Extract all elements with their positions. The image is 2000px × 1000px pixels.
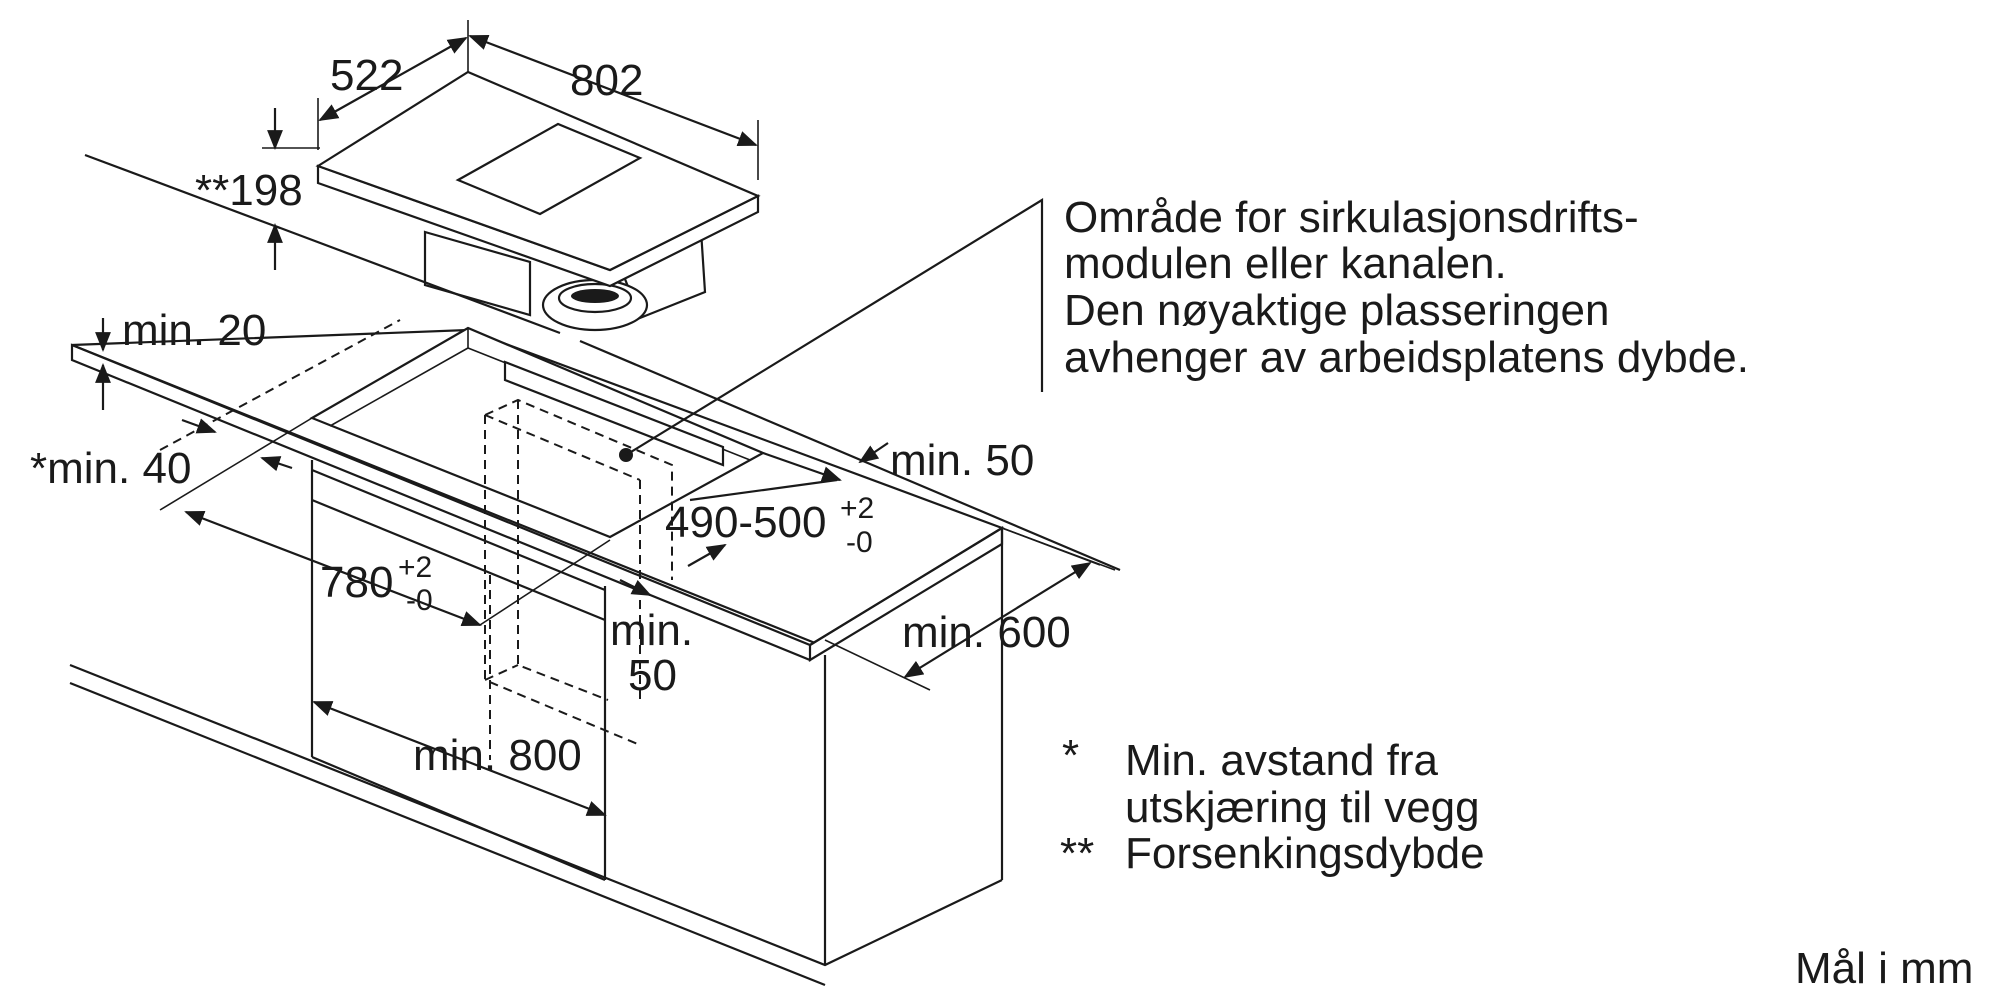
callout-line-3: Den nøyaktige plasseringen: [1064, 286, 1609, 335]
plinth-top: [69, 663, 1003, 967]
wall-line-3: [579, 339, 1121, 572]
hob: [315, 70, 761, 332]
ext-600-front: [824, 639, 931, 691]
dim-780-line: [184, 510, 482, 627]
label-780-plus: +2: [398, 551, 432, 584]
dim-802-line: [468, 34, 758, 147]
wall-line: [84, 153, 281, 230]
callout-line-4: avhenger av arbeidsplatens dybde.: [1064, 333, 1749, 382]
dim-600-line: [903, 561, 1092, 679]
footnote-1-line-2: utskjæring til vegg: [1125, 783, 1480, 832]
label-198: **198: [195, 166, 303, 215]
label-802: 802: [570, 56, 643, 105]
module-dash-1: [484, 398, 673, 580]
label-min-40: *min. 40: [30, 444, 191, 493]
callout-line-2: modulen eller kanalen.: [1064, 239, 1507, 288]
dimension-lines: [95, 20, 1116, 817]
dim-40-arrow-left: [181, 418, 217, 434]
wall-line-2: [274, 224, 561, 335]
label-min-50-right: min. 50: [890, 436, 1034, 485]
ext-780-left: [159, 417, 313, 511]
module-dash-4: [484, 664, 519, 681]
footnotes: * Min. avstand fra utskjæring til vegg *…: [1060, 731, 1485, 878]
dim-50f-arrow: [619, 579, 652, 596]
footnote-1-line-1: Min. avstand fra: [1125, 736, 1439, 785]
fan-core: [571, 289, 619, 303]
label-490-plus: +2: [840, 492, 874, 525]
dim-490-arrow-2: [762, 451, 842, 482]
label-min-800: min. 800: [413, 731, 582, 780]
hob-housing-left: [423, 230, 532, 317]
ext-600-back: [1001, 527, 1101, 566]
label-780: 780 +2 -0: [320, 551, 433, 617]
ext-490: [689, 478, 838, 502]
callout-line-1: Område for sirkulasjonsdrifts-: [1064, 193, 1639, 242]
module-dash-5: [484, 414, 641, 481]
dim-490-arrow: [687, 544, 727, 567]
footnote-2-mark: **: [1060, 829, 1094, 878]
label-min-20: min. 20: [122, 306, 266, 355]
label-490-500: 490-500 +2 -0: [665, 492, 874, 559]
dim-800-line: [312, 700, 607, 817]
unit-note: Mål i mm: [1795, 944, 1973, 993]
label-min-50-front-2: 50: [628, 651, 677, 700]
label-780-base: 780: [320, 558, 393, 607]
label-min-50-front-1: min.: [610, 606, 693, 655]
footnote-2-text: Forsenkingsdybde: [1125, 829, 1485, 878]
label-490-base: 490-500: [665, 498, 826, 547]
footnote-1-mark: *: [1062, 731, 1079, 780]
ext-780-right: [479, 539, 611, 626]
dim-50r-arrow: [858, 442, 889, 464]
callout-text: Område for sirkulasjonsdrifts- modulen e…: [1064, 193, 1749, 382]
callout-leader: [625, 198, 1044, 456]
plinth-bottom: [69, 681, 826, 987]
label-780-minus: -0: [406, 584, 433, 617]
label-min-600: min. 600: [902, 608, 1071, 657]
label-490-minus: -0: [846, 526, 873, 559]
cutout-slot: [503, 360, 725, 467]
label-522: 522: [330, 51, 403, 100]
dim-40-arrow-right: [260, 456, 293, 472]
dim-522-line: [318, 37, 468, 121]
